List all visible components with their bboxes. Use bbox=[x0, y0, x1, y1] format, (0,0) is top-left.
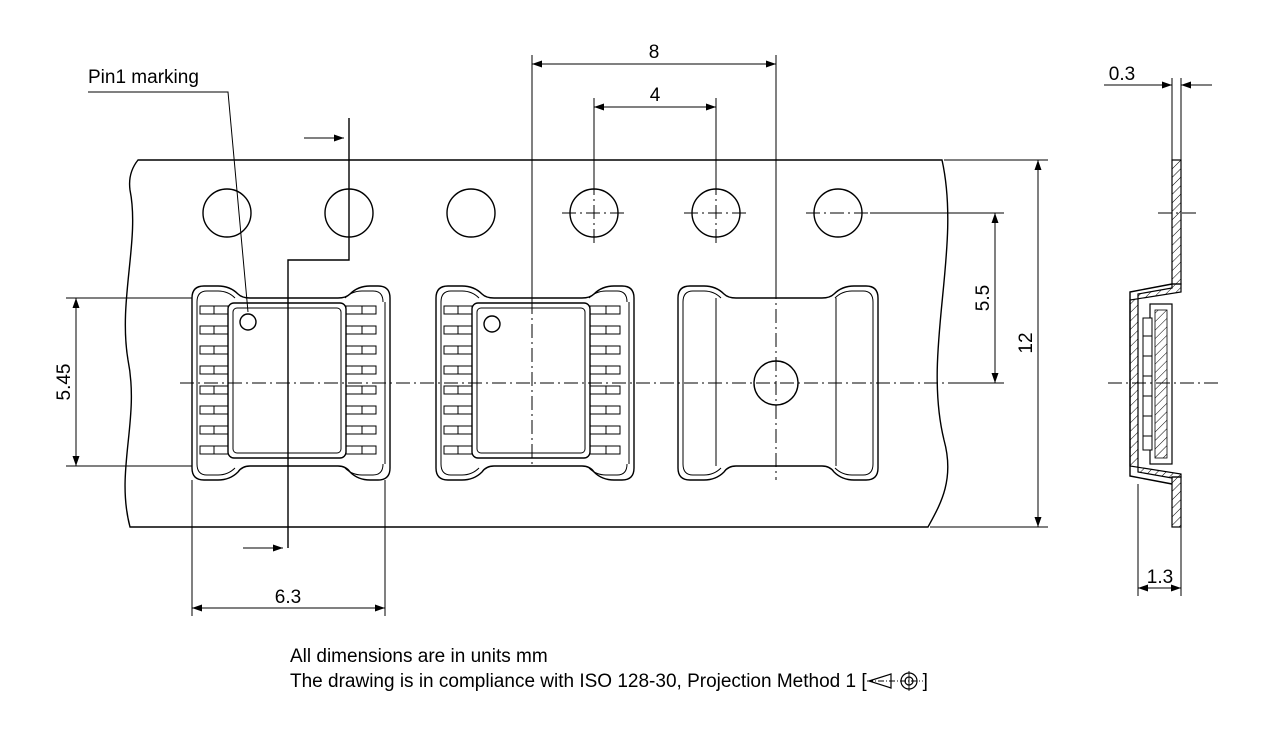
iso-note-suffix: ] bbox=[922, 671, 928, 692]
units-note: All dimensions are in units mm bbox=[290, 646, 548, 667]
dimension-1-3: 1.3 bbox=[1137, 484, 1182, 596]
section-cut-line bbox=[243, 118, 350, 552]
label-4: 4 bbox=[650, 85, 661, 106]
pocket-1 bbox=[191, 285, 391, 481]
side-section-view bbox=[1108, 159, 1220, 528]
sprocket-holes bbox=[202, 181, 870, 245]
label-5-45: 5.45 bbox=[54, 364, 75, 401]
pocket-2 bbox=[435, 285, 635, 481]
label-1-3: 1.3 bbox=[1147, 567, 1173, 588]
label-0-3: 0.3 bbox=[1109, 64, 1135, 85]
label-pin1-marking: Pin1 marking bbox=[88, 67, 199, 88]
dimension-12: 12 bbox=[930, 159, 1048, 528]
dimension-5-45: 5.45 bbox=[54, 297, 192, 467]
dimension-pitch-4: 4 bbox=[593, 85, 717, 190]
dimension-pitch-8: 8 bbox=[531, 42, 777, 300]
label-6-3: 6.3 bbox=[275, 587, 301, 608]
label-8: 8 bbox=[649, 42, 660, 63]
iso-note-prefix: The drawing is in compliance with ISO 12… bbox=[290, 671, 867, 692]
pin1-leader: Pin1 marking bbox=[88, 67, 249, 313]
carrier-tape bbox=[124, 159, 949, 528]
iso-compliance-note: The drawing is in compliance with ISO 12… bbox=[290, 670, 928, 694]
label-12: 12 bbox=[1016, 332, 1037, 353]
dimension-5-5: 5.5 bbox=[870, 212, 1004, 384]
dimension-0-3: 0.3 bbox=[1104, 64, 1212, 160]
center-lines bbox=[180, 285, 960, 480]
first-angle-projection-icon bbox=[866, 671, 923, 691]
dimension-6-3: 6.3 bbox=[191, 480, 386, 616]
label-5-5: 5.5 bbox=[973, 285, 994, 311]
